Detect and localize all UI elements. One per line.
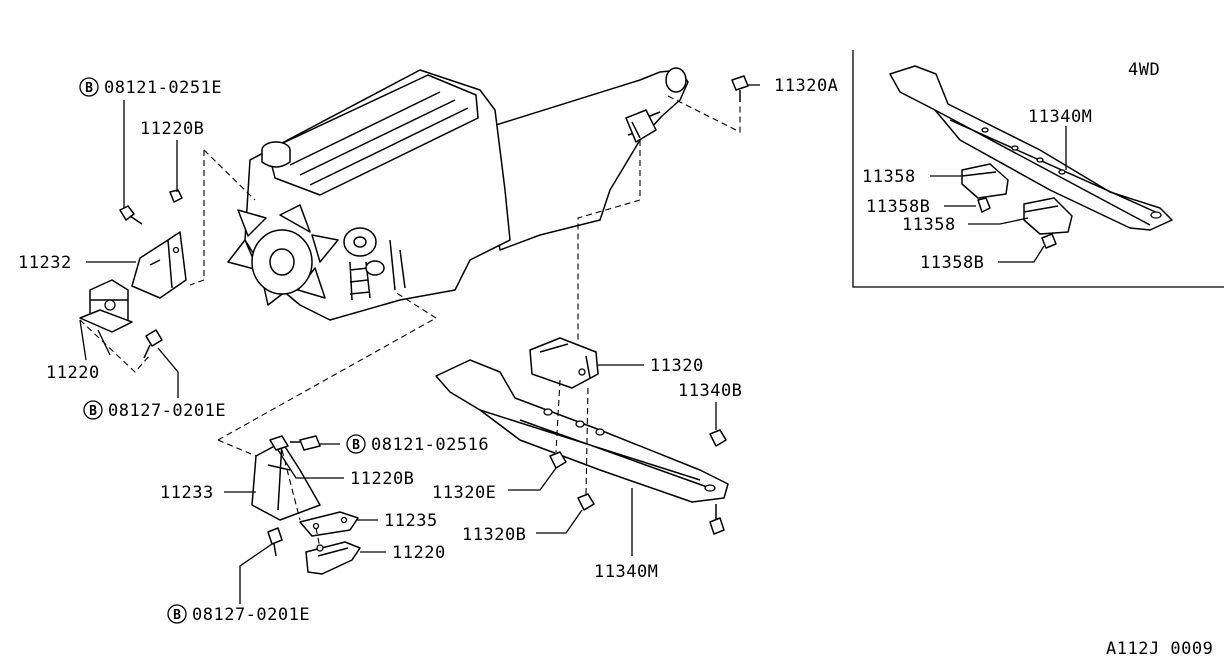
label-11320E: 11320E <box>432 483 496 503</box>
label-11340M-main: 11340M <box>594 562 658 582</box>
svg-text:B: B <box>89 404 97 419</box>
nut-icon <box>709 429 727 447</box>
diagram-code: A112J 0009 <box>1106 639 1213 659</box>
label-bolt-bottom: 08127-0201E <box>192 605 310 625</box>
fan <box>227 204 339 306</box>
spacer-11358-b <box>1023 197 1073 235</box>
insulator-11220-bottom <box>305 541 361 575</box>
label-11233: 11233 <box>160 483 214 503</box>
engine-drawing <box>227 67 689 321</box>
nut-icon <box>549 451 567 469</box>
bolt-symbol-center: B <box>346 434 366 454</box>
bracket-11233 <box>251 441 321 521</box>
label-inset-11358B-b: 11358B <box>920 253 984 273</box>
label-inset-11358B-a: 11358B <box>866 197 930 217</box>
label-11340B: 11340B <box>678 381 742 401</box>
svg-text:B: B <box>352 438 360 453</box>
label-bolt-top-left: 08121-0251E <box>104 78 222 98</box>
label-11220B-top: 11220B <box>140 119 204 139</box>
spacer-11358-a <box>961 163 1009 199</box>
bracket-11232 <box>131 231 187 299</box>
label-inset-11358-a: 11358 <box>862 167 916 187</box>
nut-icon <box>977 197 991 213</box>
label-11320A: 11320A <box>774 76 838 96</box>
label-11220-left: 11220 <box>46 363 100 383</box>
bolt-symbol-bottom: B <box>167 604 187 624</box>
leader-lines <box>79 84 1067 604</box>
crossmember-main <box>435 140 729 535</box>
label-11220-bottom: 11220 <box>392 543 446 563</box>
bolt-icon <box>145 329 163 347</box>
bolt-symbol-top-left: B <box>79 77 99 97</box>
nut-icon <box>169 189 183 203</box>
nut-icon <box>577 493 595 511</box>
left-mount-group <box>79 149 256 373</box>
label-bolt-center: 08121-02516 <box>371 435 489 455</box>
label-11320B: 11320B <box>462 525 526 545</box>
label-bolt-left-lower: 08127-0201E <box>108 401 226 421</box>
label-11220B-mid: 11220B <box>350 469 414 489</box>
plate-11235 <box>299 511 359 537</box>
label-inset-11340M: 11340M <box>1028 107 1092 127</box>
bolt-icon <box>267 527 283 545</box>
label-11320: 11320 <box>650 356 704 376</box>
bottom-mount-group <box>217 291 437 575</box>
nut-icon <box>269 435 289 451</box>
bolt-icon <box>299 435 321 451</box>
bolt-icon <box>731 75 749 91</box>
bolt-symbol-left-lower: B <box>83 400 103 420</box>
label-11235: 11235 <box>384 511 438 531</box>
nut-icon <box>1041 233 1057 249</box>
svg-text:B: B <box>173 608 181 623</box>
inset-4wd <box>852 50 1224 288</box>
bolt-icon <box>709 517 725 535</box>
label-inset-11358-b: 11358 <box>902 215 956 235</box>
label-4wd: 4WD <box>1128 60 1160 80</box>
svg-text:B: B <box>85 81 93 96</box>
label-11232: 11232 <box>18 253 72 273</box>
